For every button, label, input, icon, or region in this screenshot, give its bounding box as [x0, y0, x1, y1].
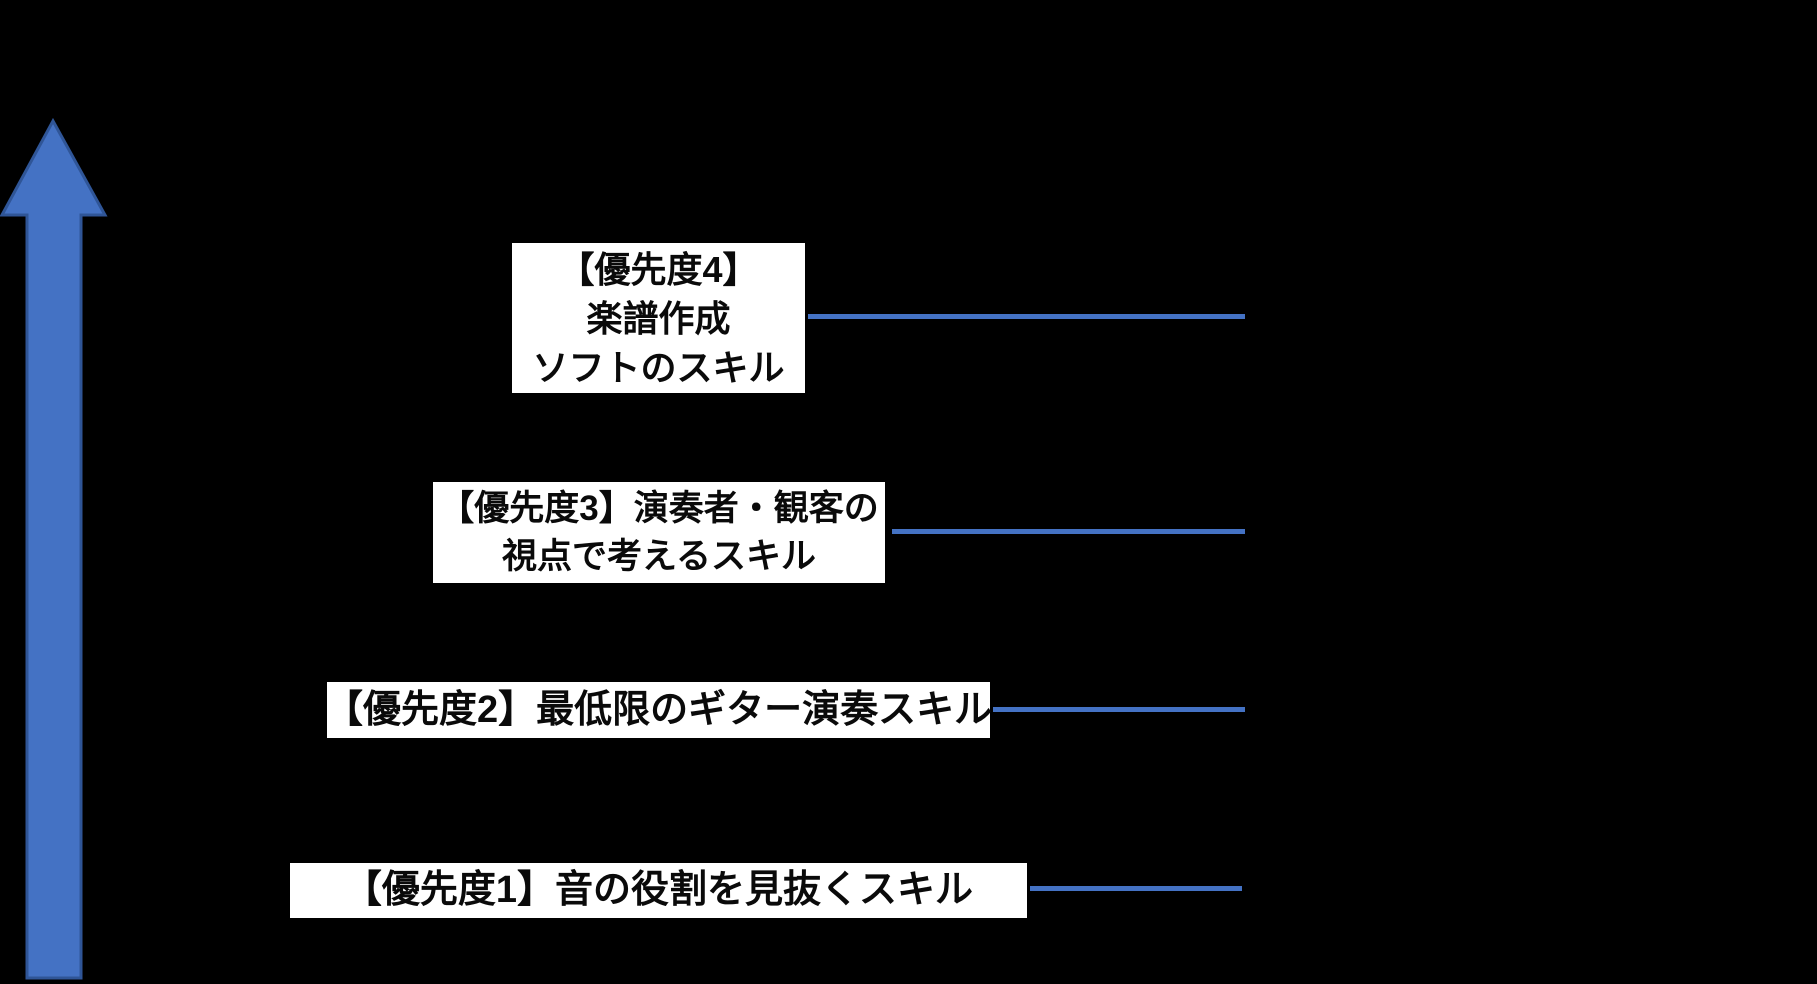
priority-1-label-box: 【優先度1】音の役割を見抜くスキル — [290, 863, 1027, 918]
priority-1-connector-line — [1030, 886, 1242, 891]
priority-4-label-box: 【優先度4】 楽譜作成 ソフトのスキル — [512, 243, 805, 393]
up-arrow-shape — [0, 118, 108, 980]
label-line: 視点で考えるスキル — [502, 536, 816, 576]
label-line: 【優先度1】音の役割を見抜くスキル — [343, 869, 974, 911]
up-arrow-icon — [0, 118, 108, 980]
priority-4-connector-line — [808, 314, 1245, 319]
label-line: 【優先度2】最低限のギター演奏スキル — [324, 689, 993, 731]
priority-2-label-box: 【優先度2】最低限のギター演奏スキル — [324, 682, 993, 738]
label-line: ソフトのスキル — [532, 346, 785, 388]
label-line: 【優先度3】演奏者・観客の — [439, 488, 879, 528]
priority-3-connector-line — [892, 529, 1245, 534]
priority-2-connector-line — [993, 707, 1245, 712]
priority-3-label-box: 【優先度3】演奏者・観客の 視点で考えるスキル — [433, 482, 885, 583]
label-line: 【優先度4】 — [558, 248, 759, 290]
label-line: 楽譜作成 — [586, 297, 731, 339]
